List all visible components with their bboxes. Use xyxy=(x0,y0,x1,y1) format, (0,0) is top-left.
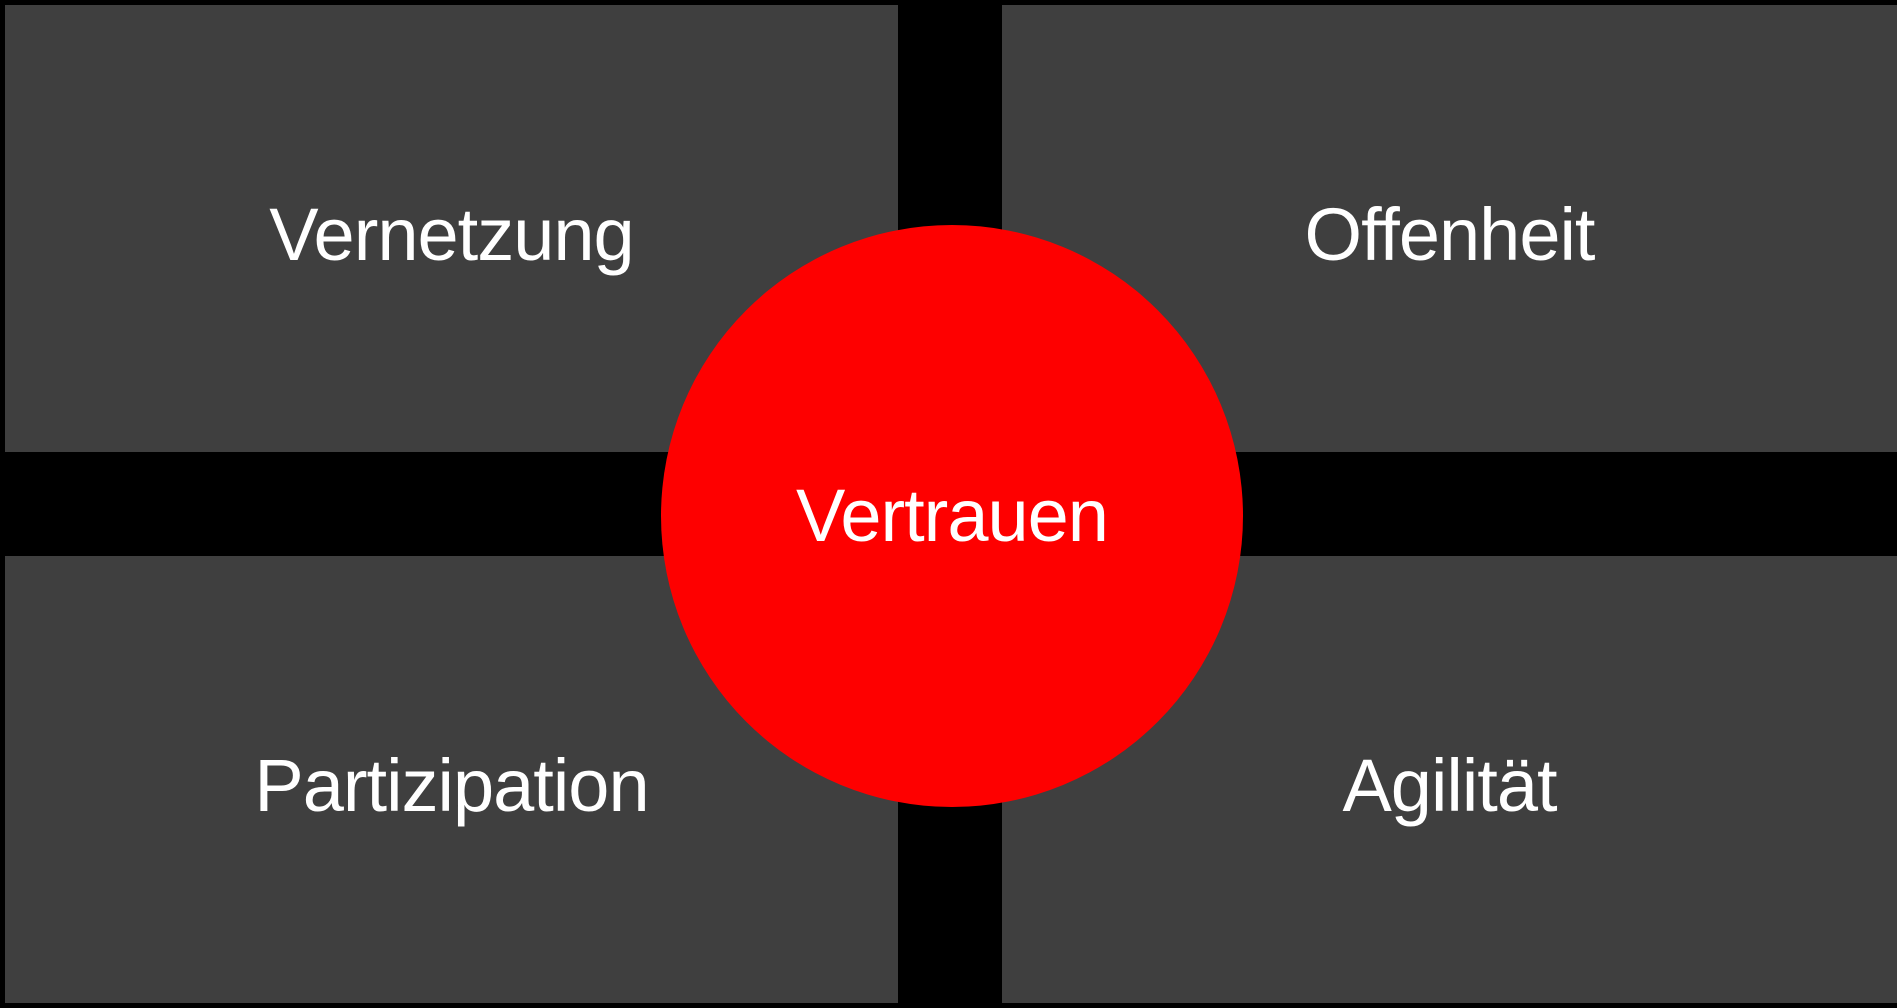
quadrant-label-partizipation: Partizipation xyxy=(254,743,649,827)
quadrant-bottom-left: Partizipation xyxy=(5,556,898,1003)
quadrant-label-vernetzung: Vernetzung xyxy=(269,192,634,276)
quadrant-label-agilitaet: Agilität xyxy=(1342,743,1557,827)
center-circle: Vertrauen xyxy=(661,225,1243,807)
center-label-vertrauen: Vertrauen xyxy=(796,474,1109,557)
quadrant-label-offenheit: Offenheit xyxy=(1304,192,1596,276)
quadrant-top-left: Vernetzung xyxy=(5,5,898,452)
